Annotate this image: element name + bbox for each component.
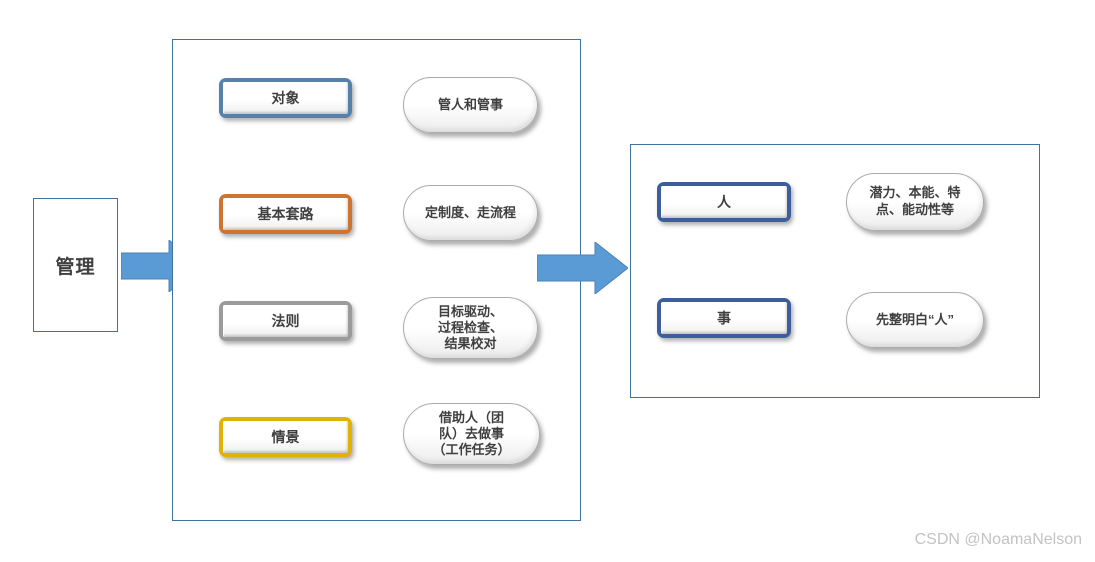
pill-matters-desc: 先整明白“人” [846, 292, 984, 348]
label-box-matters: 事 [657, 298, 791, 338]
label-box-scenario: 情景 [219, 417, 352, 457]
pill-people-desc: 潜力、本能、特 点、能动性等 [846, 173, 984, 231]
root-box-management: 管理 [33, 198, 118, 332]
label-box-people: 人 [657, 182, 791, 222]
label-box-people-text: 人 [661, 186, 787, 218]
csdn-watermark: CSDN @NoamaNelson [914, 531, 1082, 548]
label-box-basic-approach: 基本套路 [219, 194, 352, 234]
label-box-matters-text: 事 [661, 302, 787, 334]
label-box-scenario-text: 情景 [223, 421, 348, 453]
label-box-object: 对象 [219, 78, 352, 118]
root-label: 管理 [55, 256, 96, 278]
pill-object-desc: 管人和管事 [403, 77, 538, 133]
label-box-rules-text: 法则 [223, 305, 348, 337]
pill-rules-desc: 目标驱动、 过程检查、 结果校对 [403, 297, 538, 359]
label-box-basic-approach-text: 基本套路 [223, 198, 348, 230]
arrow-right-icon [537, 242, 628, 294]
flow-arrow-right-2 [537, 242, 628, 294]
label-box-object-text: 对象 [223, 82, 348, 114]
label-box-rules: 法则 [219, 301, 352, 341]
pill-scenario-desc: 借助人（团 队）去做事 （工作任务） [403, 403, 540, 465]
pill-basic-approach-desc: 定制度、走流程 [403, 185, 538, 241]
